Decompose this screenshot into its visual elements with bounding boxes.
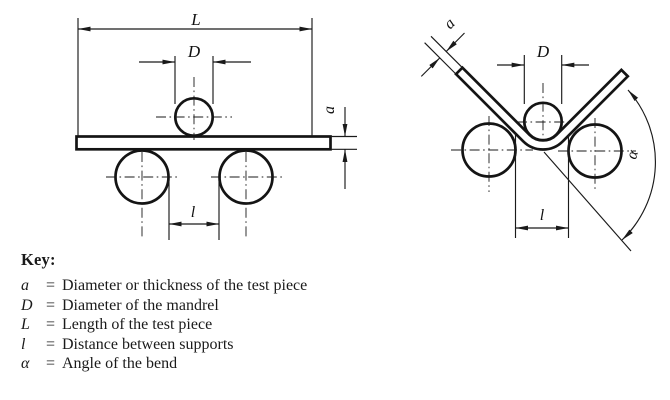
dimension-D-left xyxy=(139,56,251,104)
key-title: Key: xyxy=(21,250,56,269)
left-figure: L D l a xyxy=(75,10,357,240)
key-description: Distance between supports xyxy=(62,335,234,353)
key-equals: = xyxy=(46,296,56,314)
dim-label-l-right: l xyxy=(540,207,545,224)
diagrams: L D l a xyxy=(75,10,656,252)
dim-label-D-right: D xyxy=(536,42,550,61)
key-symbol: D xyxy=(21,296,33,314)
key-description: Length of the test piece xyxy=(62,316,213,334)
dim-label-D-left: D xyxy=(187,42,201,61)
key-description: Angle of the bend xyxy=(62,355,178,373)
dimension-L xyxy=(77,18,313,136)
dimension-D-right xyxy=(497,55,589,104)
key-equals: = xyxy=(46,316,56,334)
right-figure: a D l α xyxy=(420,15,656,252)
test-piece-flat xyxy=(75,135,332,151)
dimension-a-left xyxy=(331,107,357,189)
dim-label-l-left: l xyxy=(191,204,196,221)
key-row-l: l = Distance between supports xyxy=(21,335,451,355)
key-symbol: L xyxy=(21,316,30,334)
key-description: Diameter or thickness of the test piece xyxy=(62,277,308,294)
dimension-l-left xyxy=(168,180,220,240)
bend-tangent-line xyxy=(543,151,632,252)
key-row-D: D = Diameter of the mandrel xyxy=(21,296,451,316)
key-description: Diameter of the mandrel xyxy=(62,296,219,314)
centerlines-left xyxy=(106,77,283,238)
dimension-a-right xyxy=(420,32,465,77)
key-symbol: l xyxy=(21,335,26,353)
dim-label-a-right: a xyxy=(441,15,459,33)
key-equals: = xyxy=(46,355,56,373)
dim-label-alpha: α xyxy=(623,148,642,161)
key-row-alpha: α = Angle of the bend xyxy=(21,354,451,374)
arm-extension-lines xyxy=(424,35,463,75)
key-row-L: L = Length of the test piece xyxy=(21,315,451,335)
key-equals: = xyxy=(46,277,56,294)
dimension-l-right xyxy=(514,133,570,238)
key-row-a: a = Diameter or thickness of the test pi… xyxy=(21,276,451,296)
key-section: Key: a = Diameter or thickness of the te… xyxy=(21,250,451,374)
key-equals: = xyxy=(46,335,56,353)
dim-label-a-left: a xyxy=(321,106,338,114)
key-symbol: a xyxy=(21,277,29,294)
key-symbol: α xyxy=(21,355,30,373)
angle-arc xyxy=(621,89,656,241)
dim-label-L: L xyxy=(190,10,200,29)
